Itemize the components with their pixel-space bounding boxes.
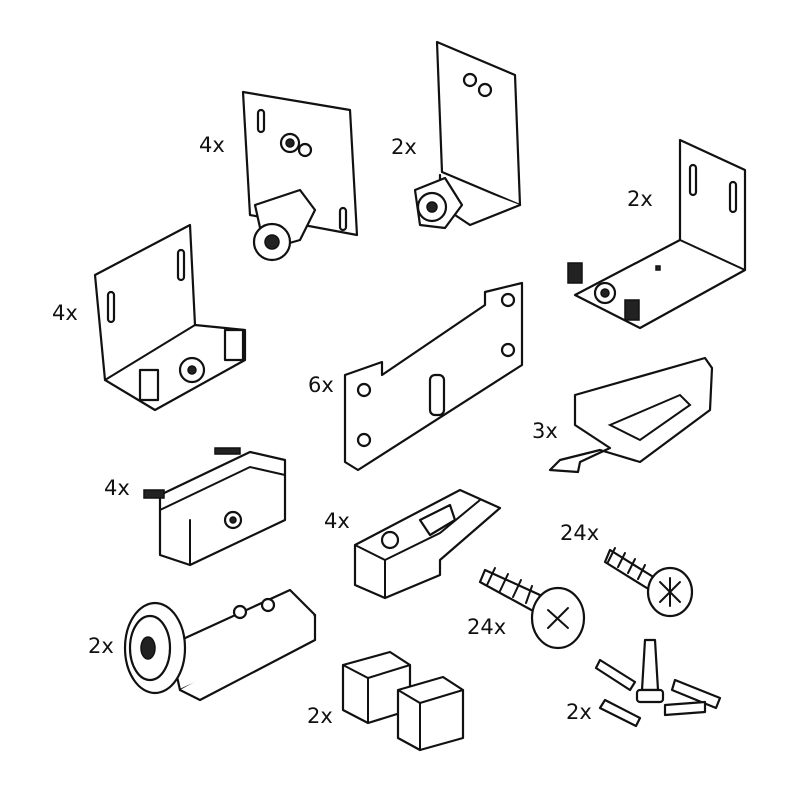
wood-screw-small-drawing <box>603 547 694 618</box>
cube-block-drawing <box>341 650 465 752</box>
qty-label-wood-screw-small: 24x <box>560 521 600 545</box>
guide-block-drawing <box>353 488 502 600</box>
qty-label-wood-screw-large: 24x <box>467 615 507 639</box>
qty-label-roller-bracket-large: 4x <box>199 133 225 157</box>
qty-label-floor-guide-roller: 2x <box>88 634 114 658</box>
u-bracket-left-drawing <box>93 223 247 412</box>
qty-label-guide-block: 4x <box>324 509 350 533</box>
qty-label-machine-screw: 2x <box>566 700 592 724</box>
clip-drawing <box>548 356 714 474</box>
roller-bracket-large-drawing <box>241 90 359 262</box>
wood-screw-large-drawing <box>478 567 586 650</box>
qty-label-stopper: 4x <box>104 476 130 500</box>
machine-screw-drawing <box>594 638 722 728</box>
stopper-drawing <box>143 447 287 567</box>
track-plate-drawing <box>343 281 524 472</box>
qty-label-roller-bracket-tall: 2x <box>391 135 417 159</box>
qty-label-track-plate: 6x <box>308 373 334 397</box>
roller-bracket-tall-drawing <box>413 40 522 230</box>
qty-label-cube-block: 2x <box>307 704 333 728</box>
u-bracket-right-drawing <box>567 138 747 330</box>
floor-guide-roller-drawing <box>123 588 317 702</box>
qty-label-u-bracket-left: 4x <box>52 301 78 325</box>
qty-label-clip: 3x <box>532 419 558 443</box>
qty-label-u-bracket-right: 2x <box>627 187 653 211</box>
